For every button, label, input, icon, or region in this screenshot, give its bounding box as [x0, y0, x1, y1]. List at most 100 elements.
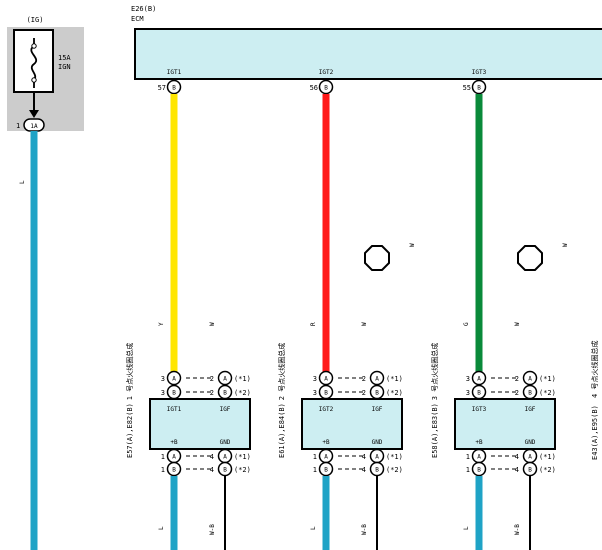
power-wire-color-label: L	[310, 526, 317, 530]
coil-pin-number: 2	[362, 389, 366, 397]
coil-pin-connector-label: B	[528, 390, 532, 397]
fuse-pin-connector-label: 1A	[30, 123, 38, 130]
coil-pin-connector-label: B	[324, 390, 328, 397]
coil-pin-number: 3	[161, 375, 165, 383]
ecm-name: ECM	[131, 15, 144, 23]
octagon-w-label: W	[562, 243, 569, 247]
igf-wire-color-label: W	[514, 322, 521, 326]
connector-variant-note: (*1)	[386, 453, 403, 461]
coil-name: 1 号点火线圈总成	[125, 343, 134, 400]
coil-pin-number: 1	[313, 453, 317, 461]
coil-name-label: E61(A),E84(B)2 号点火线圈总成	[277, 343, 286, 458]
connector-variant-note: (*1)	[539, 453, 556, 461]
coil-gnd-label: GND	[372, 439, 383, 446]
ecm-pin-connector	[166, 79, 182, 95]
coil-pin-connector-label: A	[172, 454, 176, 461]
ecm-pin-connector-label: B	[324, 85, 328, 92]
coil-4-ref: E43(A),E95(B)	[591, 405, 599, 460]
coil-pin-number: 4	[515, 453, 519, 461]
coil-igt-label: IGT3	[472, 406, 487, 413]
coil-pin-connector-label: A	[528, 454, 532, 461]
coil-pin-connector	[217, 370, 233, 386]
coil-pin-number: 2	[362, 375, 366, 383]
connector-variant-note: (*2)	[234, 389, 251, 397]
coil-pin-connector-label: B	[172, 467, 176, 474]
coil-name-label: E58(A),E83(B) 3 号点火线圈总成	[430, 343, 439, 458]
coil-pin-connector	[217, 461, 233, 477]
signal-wire-color-label: R	[310, 322, 317, 326]
coil-pin-number: 2	[210, 375, 214, 383]
coil-pin-number: 2	[515, 389, 519, 397]
coil-name-label: E57(A),E82(B) 1 号点火线圈总成	[125, 343, 134, 458]
coil-pin-connector-label: A	[223, 454, 227, 461]
coil-pin-number: 4	[210, 466, 214, 474]
coil-pin-number: 3	[313, 389, 317, 397]
ground-wire-color-label: W-B	[209, 524, 216, 535]
coil-box	[454, 398, 556, 450]
connector-variant-note: (*1)	[234, 453, 251, 461]
coil-pin-connector	[369, 370, 385, 386]
signal-wire-color-label: G	[463, 322, 470, 326]
ecm-box	[134, 28, 602, 80]
coil-pin-connector-label: A	[375, 376, 379, 383]
coil-pin-connector-label: A	[172, 376, 176, 383]
coil-pin-number: 3	[466, 375, 470, 383]
fuse-element-icon	[30, 38, 38, 88]
coil-pin-connector-label: A	[223, 376, 227, 383]
octagon-w-label: W	[409, 243, 416, 247]
fuse-wire-color-label: L	[19, 180, 26, 184]
coil-pin-number: 3	[313, 375, 317, 383]
coil-ref: E57(A),E82(B)	[126, 403, 134, 458]
fuse-terminal-top	[31, 43, 37, 49]
ecm-ref: E26(B)	[131, 5, 156, 13]
coil-pin-connector	[471, 461, 487, 477]
ground-wire-color-label: W-B	[514, 524, 521, 535]
connector-variant-note: (*2)	[386, 389, 403, 397]
coil-ref: E61(A),E84(B)	[278, 403, 286, 458]
coil-pin-connector	[166, 461, 182, 477]
coil-pin-connector	[318, 461, 334, 477]
ground-wire-color-label: W-B	[361, 524, 368, 535]
coil-pin-number: 2	[515, 375, 519, 383]
coil-pin-connector	[471, 370, 487, 386]
fuse-name: IGN	[58, 63, 71, 71]
coil-name: 3 号点火线圈总成	[430, 343, 439, 400]
coil-b-label: +B	[322, 439, 330, 446]
coil-pin-connector-label: A	[324, 376, 328, 383]
coil-pin-connector-label: B	[477, 467, 481, 474]
coil-pin-connector-label: B	[477, 390, 481, 397]
igf-wire-color-label: W	[361, 322, 368, 326]
ecm-pin-connector	[318, 79, 334, 95]
coil-pin-connector-label: A	[528, 376, 532, 383]
coil-b-label: +B	[170, 439, 178, 446]
coil-pin-connector-label: A	[477, 376, 481, 383]
coil-pin-connector-label: B	[375, 390, 379, 397]
coil-pin-number: 1	[466, 453, 470, 461]
coil-pin-number: 3	[466, 389, 470, 397]
coil-pin-number: 1	[313, 466, 317, 474]
coil-pin-number: 4	[515, 466, 519, 474]
coil-4-label: E43(A),E95(B) 4 号点火线圈总成	[590, 341, 599, 460]
coil-box	[149, 398, 251, 450]
coil-4-name: 4 号点火线圈总成	[590, 341, 599, 398]
coil-pin-connector	[166, 370, 182, 386]
shield-octagon-icon	[364, 245, 390, 271]
coil-pin-connector-label: B	[324, 467, 328, 474]
fuse-panel: (IG) 15A IGN 1 1A L	[7, 16, 84, 550]
coil-pin-connector-label: A	[375, 454, 379, 461]
coil-pin-connector	[318, 370, 334, 386]
coil-pin-connector	[522, 370, 538, 386]
coil-igf-label: IGF	[372, 406, 383, 413]
coil-b-label: +B	[475, 439, 483, 446]
ecm-pin-number: 56	[310, 84, 318, 92]
coil-igt-label: IGT1	[167, 406, 182, 413]
coil-ref: E58(A),E83(B)	[431, 403, 439, 458]
coil-gnd-label: GND	[220, 439, 231, 446]
coil-pin-number: 4	[362, 466, 366, 474]
ecm-pin-number: 55	[463, 84, 471, 92]
